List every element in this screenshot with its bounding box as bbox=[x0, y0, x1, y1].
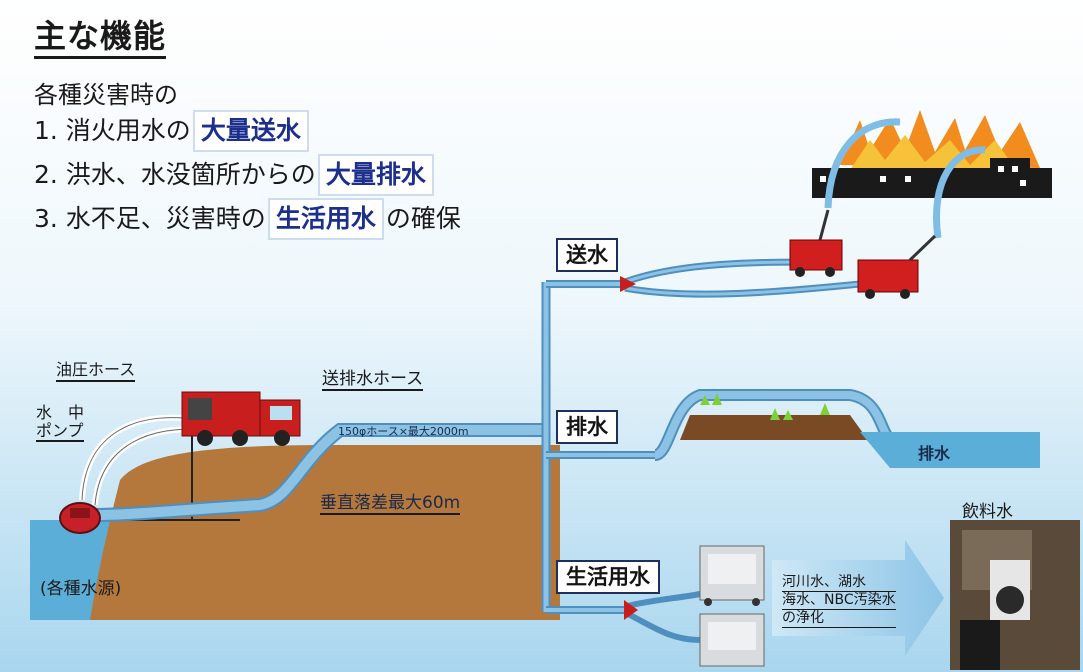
list-item-2-prefix: 2. 洪水、水没箇所からの bbox=[34, 160, 316, 189]
list-item-3: 3. 水不足、災害時の生活用水の確保 bbox=[34, 200, 461, 238]
purification-line-3: の浄化 bbox=[782, 610, 896, 628]
fire-truck-1 bbox=[789, 209, 843, 277]
main-hose bbox=[94, 425, 548, 520]
plants bbox=[700, 393, 830, 420]
branch-label-life: 生活用水 bbox=[556, 560, 660, 594]
drain-hose bbox=[653, 391, 894, 459]
purification-text: 河川水、湖水 海水、NBC汚染水 の浄化 bbox=[782, 574, 896, 628]
branch-label-send: 送水 bbox=[556, 238, 618, 272]
hydraulic-hose-label: 油圧ホース bbox=[56, 356, 136, 382]
pump-truck bbox=[181, 391, 301, 446]
list-item-3-suffix: の確保 bbox=[385, 204, 461, 233]
page-title: 主な機能 bbox=[34, 18, 167, 59]
list-item-3-prefix: 3. 水不足、災害時の bbox=[34, 204, 266, 233]
water-stream-1 bbox=[824, 118, 901, 209]
list-item-1: 1. 消火用水の大量送水 bbox=[34, 112, 311, 150]
list-item-2: 2. 洪水、水没箇所からの大量排水 bbox=[34, 156, 436, 194]
water-source-label: (各種水源) bbox=[40, 579, 122, 599]
purification-line-1: 河川水、湖水 bbox=[782, 574, 896, 592]
submersible-pump-label: 水 中 ポンプ bbox=[36, 403, 85, 442]
drinking-water-label: 飲料水 bbox=[962, 502, 1013, 522]
purifier-unit-2 bbox=[699, 613, 765, 667]
intro-text: 各種災害時の bbox=[34, 81, 178, 109]
list-item-1-highlight: 大量送水 bbox=[194, 112, 307, 150]
hose-label: 送排水ホース bbox=[322, 364, 424, 391]
submersible-pump-label-line1: 水 中 bbox=[36, 403, 85, 422]
fire-truck-2 bbox=[857, 234, 937, 299]
purifier-unit-1 bbox=[699, 545, 765, 606]
list-item-1-prefix: 1. 消火用水の bbox=[34, 116, 191, 145]
drain-output-label: 排水 bbox=[918, 444, 951, 463]
hose-spec-label: 150φホース×最大2000m bbox=[338, 425, 469, 438]
list-item-2-highlight: 大量排水 bbox=[319, 156, 432, 194]
list-item-3-highlight: 生活用水 bbox=[269, 200, 382, 238]
drain-water bbox=[860, 432, 1040, 468]
purification-line-2: 海水、NBC汚染水 bbox=[782, 592, 896, 610]
flooded-field bbox=[680, 415, 868, 440]
branch-label-drain: 排水 bbox=[556, 410, 618, 444]
max-drop-label: 垂直落差最大60m bbox=[320, 488, 461, 515]
water-stream-2 bbox=[933, 146, 986, 239]
ground-hill bbox=[90, 445, 560, 620]
drinking-water-photo bbox=[950, 520, 1080, 670]
submersible-pump-label-line2: ポンプ bbox=[36, 421, 85, 442]
